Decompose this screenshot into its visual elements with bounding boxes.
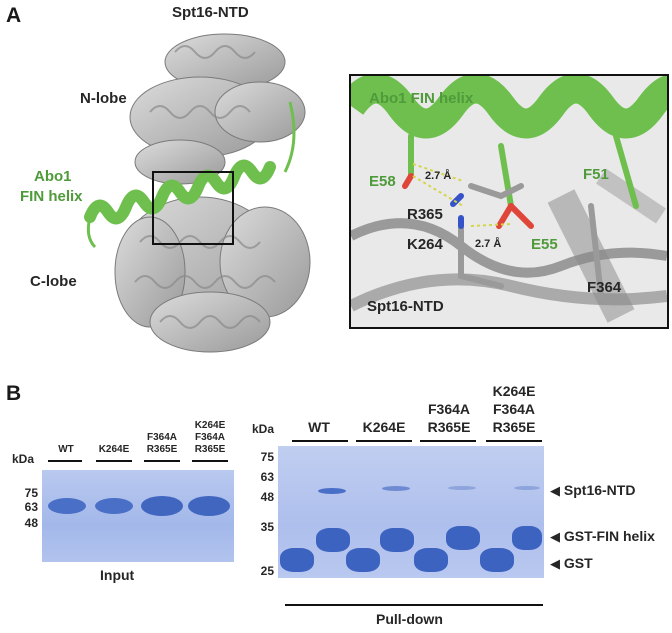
pulldown-lane-bar: [356, 440, 412, 442]
pulldown-caption-bar: [285, 604, 543, 606]
residue-r365: R365: [407, 206, 443, 223]
residue-f51: F51: [583, 166, 609, 183]
residue-f364: F364: [587, 279, 622, 296]
input-lane-wt: WT: [58, 444, 74, 455]
inset-domain-label: Spt16-NTD: [367, 298, 444, 315]
gst-fin-band: [446, 526, 480, 550]
gst-arrow-label: ◀ GST: [550, 555, 593, 572]
input-lane-bar: [96, 460, 132, 462]
pulldown-caption: Pull-down: [376, 611, 443, 627]
pulldown-lane-k264e: K264E: [362, 419, 406, 435]
spt16-band: [382, 486, 410, 491]
pulldown-marker-63: 63: [260, 470, 274, 484]
input-lane-triple: K264E F364A R365E: [194, 420, 226, 455]
pulldown-gel: [278, 446, 544, 578]
input-band: [141, 496, 183, 516]
input-lane-k264e: K264E: [98, 444, 130, 455]
input-lane-f364a: F364A R365E: [146, 432, 178, 455]
panel-letter-a: A: [6, 4, 22, 27]
input-marker-48: 48: [24, 516, 38, 530]
input-kda-label: kDa: [12, 452, 35, 466]
input-marker-75: 75: [24, 486, 38, 500]
arrow-icon: ◀: [550, 529, 560, 544]
pulldown-marker-48: 48: [260, 490, 274, 504]
n-lobe-label: N-lobe: [80, 90, 127, 107]
gst-band: [480, 548, 514, 572]
distance-label-2: 2.7 Å: [475, 238, 502, 250]
c-lobe-label: C-lobe: [30, 273, 77, 290]
gst-fin-band: [316, 528, 350, 552]
input-gel: [42, 470, 234, 562]
inset-panel: Abo1 FIN helix E58 F51 E55 R365 K264 F36…: [349, 74, 669, 329]
gst-fin-arrow-label: ◀ GST-FIN helix: [550, 528, 655, 545]
pulldown-marker-35: 35: [260, 520, 274, 534]
spt16-band: [448, 486, 476, 490]
gst-fin-band: [512, 526, 542, 550]
arrow-icon: ◀: [550, 556, 560, 571]
protein-structure-illustration: [84, 33, 311, 353]
distance-label-1: 2.7 Å: [425, 170, 452, 182]
abo1-label: Abo1: [34, 168, 72, 185]
inset-illustration: [351, 76, 667, 323]
pulldown-lane-bar: [486, 440, 542, 442]
input-band: [95, 498, 133, 514]
input-band: [188, 496, 230, 516]
pulldown-kda-label: kDa: [252, 422, 275, 436]
pulldown-marker-75: 75: [260, 450, 274, 464]
residue-k264: K264: [407, 236, 443, 253]
input-caption: Input: [100, 567, 135, 583]
gst-band-label: GST: [563, 555, 593, 571]
input-lane-bar: [192, 460, 228, 462]
pulldown-lane-wt: WT: [308, 419, 330, 435]
inset-helix-title: Abo1 FIN helix: [369, 90, 474, 107]
input-marker-63: 63: [24, 500, 38, 514]
panel-letter-b: B: [6, 382, 22, 405]
spt16-band: [318, 488, 346, 494]
input-lane-labels: WT K264E F364A R365E K264E F364A R365E: [40, 418, 235, 462]
gst-fin-band: [380, 528, 414, 552]
gst-fin-band-label: GST-FIN helix: [563, 528, 655, 544]
spt16-band-label: Spt16-NTD: [563, 482, 636, 498]
pulldown-marker-25: 25: [260, 564, 274, 578]
residue-e58: E58: [369, 173, 396, 190]
input-band: [48, 498, 86, 514]
pulldown-lane-f364a: F364A R365E: [427, 401, 471, 435]
pulldown-lane-triple: K264E F364A R365E: [492, 383, 536, 435]
gst-band: [346, 548, 380, 572]
fin-helix-label: FIN helix: [20, 188, 83, 205]
arrow-icon: ◀: [550, 483, 560, 498]
residue-e55: E55: [531, 236, 558, 253]
pulldown-lane-bar: [420, 440, 476, 442]
gst-band: [280, 548, 314, 572]
spt16-band: [514, 486, 540, 490]
spt16-arrow-label: ◀ Spt16-NTD: [550, 482, 635, 499]
input-lane-bar: [48, 460, 82, 462]
input-lane-bar: [144, 460, 180, 462]
pulldown-lane-bar: [292, 440, 348, 442]
structure-title: Spt16-NTD: [172, 4, 249, 21]
gst-band: [414, 548, 448, 572]
